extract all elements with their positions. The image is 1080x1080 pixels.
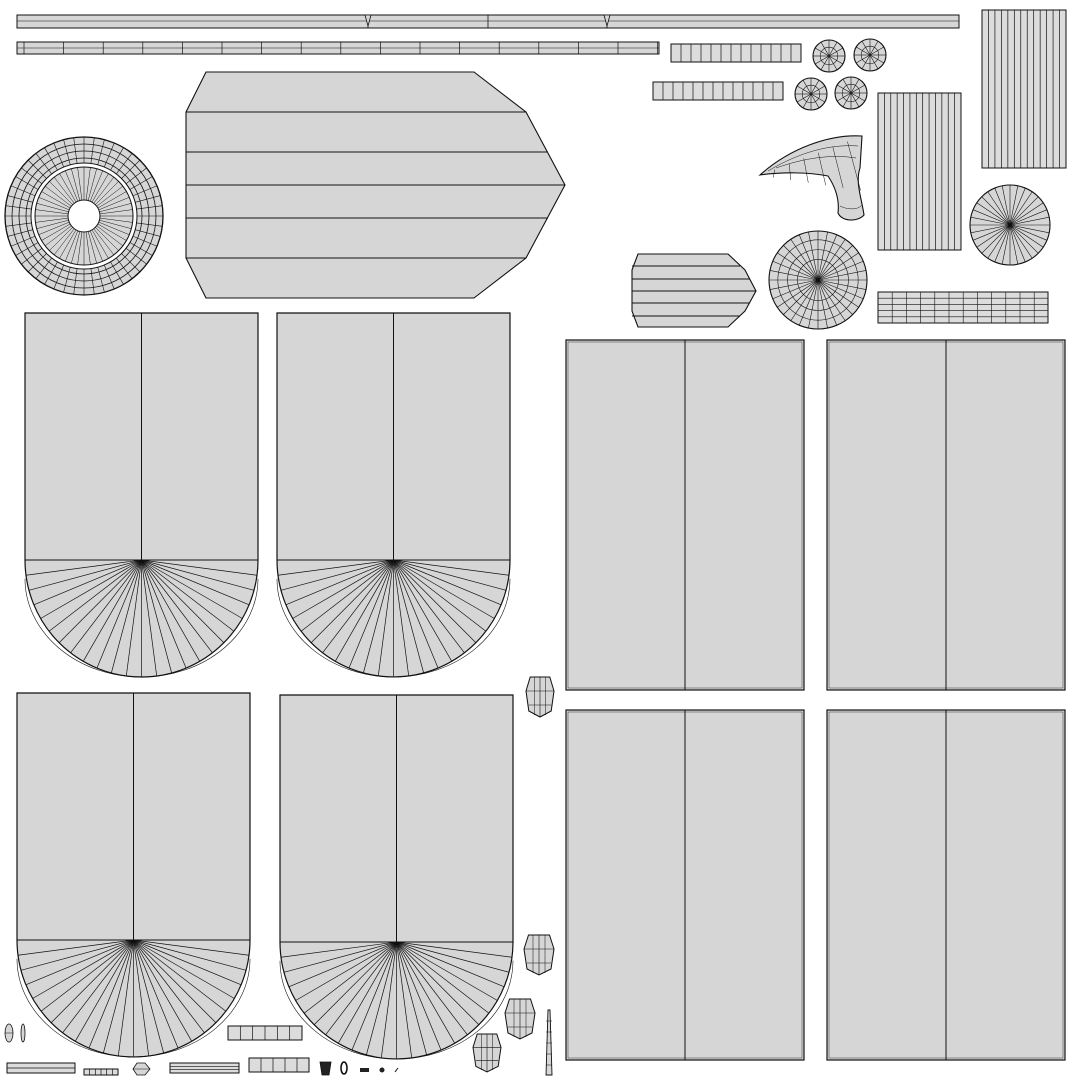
bottom-strip-a <box>227 1025 303 1041</box>
pod-island-c <box>504 998 536 1040</box>
tiny-lens-a <box>4 1023 14 1043</box>
shield-island-a <box>24 312 259 678</box>
tall-slat-panel-a <box>981 9 1067 169</box>
curved-handle-island <box>758 135 865 221</box>
hub-disc-a <box>812 39 846 73</box>
wheel-disc-right <box>969 184 1051 266</box>
hub-disc-c <box>794 77 828 111</box>
bottom-strip-e <box>83 1068 119 1076</box>
hub-disc-d <box>834 76 868 110</box>
panel-island-d <box>826 709 1066 1061</box>
tiny-hex <box>132 1062 151 1076</box>
bottom-strip-b <box>248 1057 310 1073</box>
shield-island-d <box>279 694 514 1060</box>
shield-island-c <box>16 692 251 1058</box>
wheel-disc-large <box>768 230 868 330</box>
bottom-strip-d <box>6 1062 76 1074</box>
tiny-dots <box>360 1067 399 1073</box>
panel-island-b <box>826 339 1066 691</box>
tiny-lens-b <box>20 1023 26 1043</box>
hub-disc-b <box>853 38 887 72</box>
second-rail <box>16 41 660 55</box>
tiny-tick <box>394 1067 399 1073</box>
segment-strip-b <box>652 81 784 101</box>
spike-island <box>545 1009 553 1076</box>
top-rail <box>16 14 960 29</box>
wheel-ring <box>4 136 164 296</box>
tiny-cup <box>319 1061 332 1076</box>
small-plank-island <box>631 253 757 328</box>
bottom-strip-c <box>169 1062 240 1074</box>
large-plank-island <box>185 71 566 299</box>
tiny-oval <box>340 1061 348 1075</box>
panel-island-c <box>565 709 805 1061</box>
panel-island-a <box>565 339 805 691</box>
pod-island-d <box>472 1033 502 1073</box>
tiny-dot <box>379 1067 385 1073</box>
shield-island-b <box>276 312 511 678</box>
tiny-dash <box>360 1068 369 1072</box>
slat-bundle <box>877 291 1049 324</box>
pod-island-a <box>525 676 555 718</box>
segment-strip-a <box>670 43 802 63</box>
tall-slat-panel-b <box>877 92 962 251</box>
pod-island-b <box>523 934 555 976</box>
uv-islands <box>4 9 1067 1076</box>
